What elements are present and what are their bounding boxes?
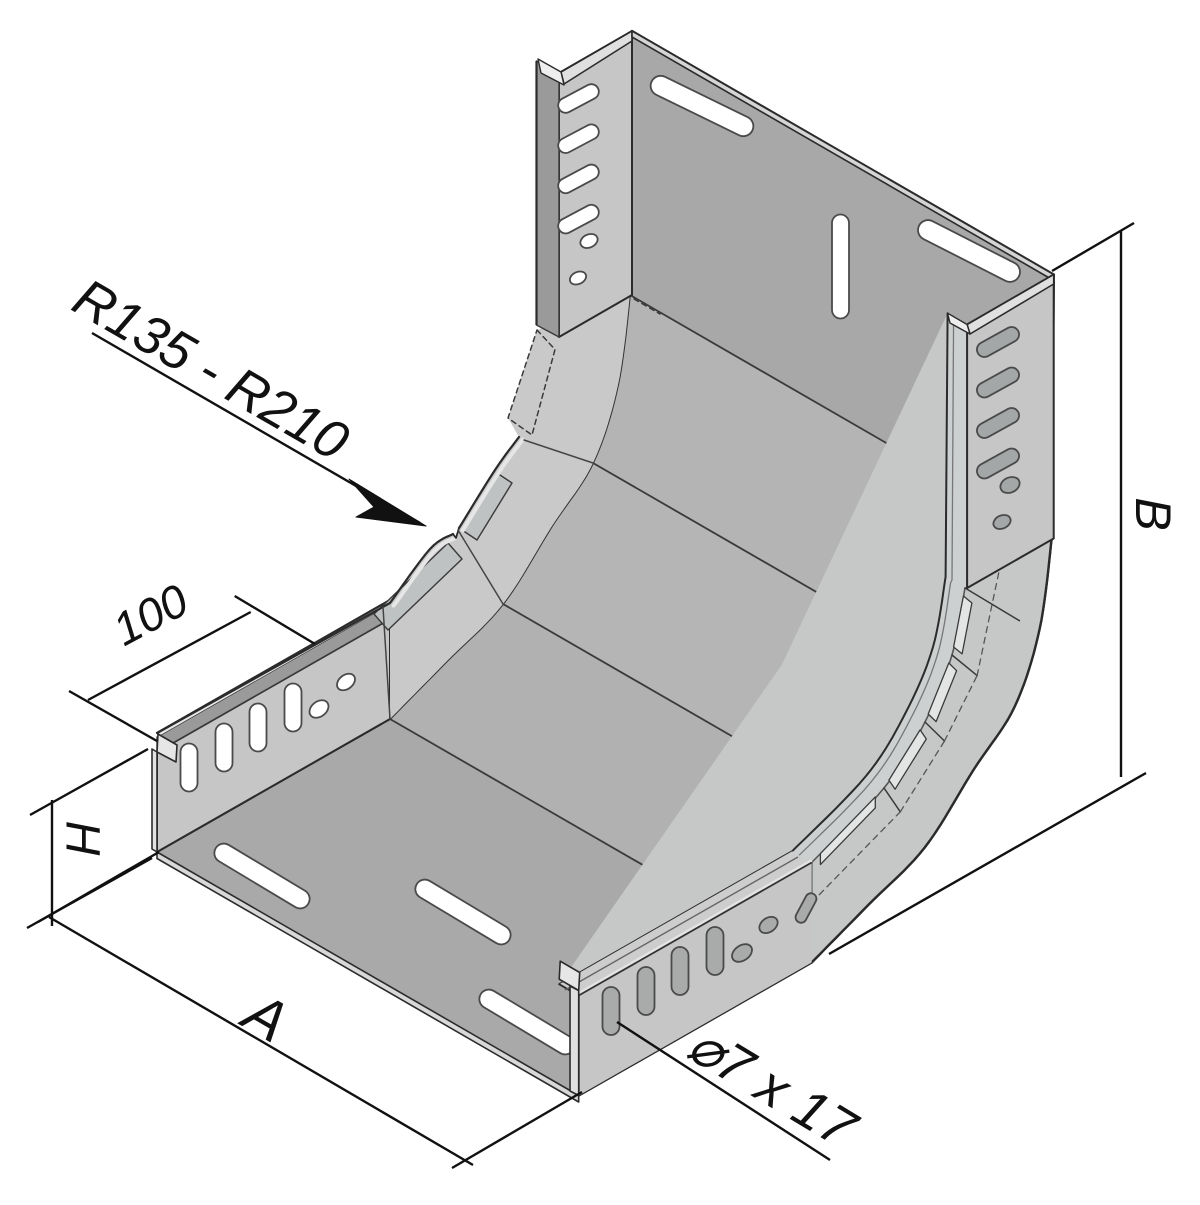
svg-text:H: H: [55, 821, 108, 856]
svg-text:B: B: [1125, 497, 1181, 530]
